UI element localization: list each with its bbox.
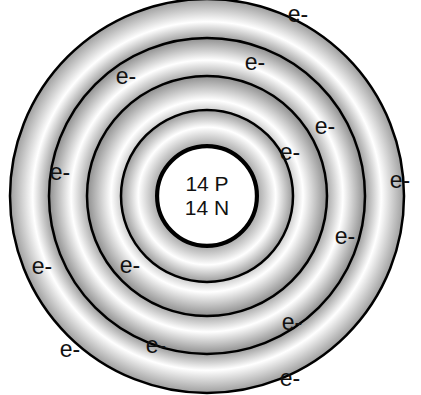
electron-label: e-: [50, 160, 70, 184]
electron-label: e-: [146, 333, 166, 357]
nucleus-count: 14 N: [155, 196, 259, 220]
electron-label: e-: [280, 366, 300, 390]
electron-label: e-: [32, 254, 52, 278]
electron-label: e-: [315, 114, 335, 138]
electron-label: e-: [120, 253, 140, 277]
electron-label: e-: [280, 140, 300, 164]
nucleus-circle: 14 P14 N: [155, 144, 259, 248]
nucleus-count: 14 P: [155, 172, 259, 196]
electron-label: e-: [60, 337, 80, 361]
electron-label: e-: [116, 64, 136, 88]
electron-label: e-: [390, 168, 410, 192]
electron-label: e-: [282, 310, 302, 334]
electron-label: e-: [245, 50, 265, 74]
electron-label: e-: [335, 224, 355, 248]
electron-label: e-: [288, 2, 308, 26]
